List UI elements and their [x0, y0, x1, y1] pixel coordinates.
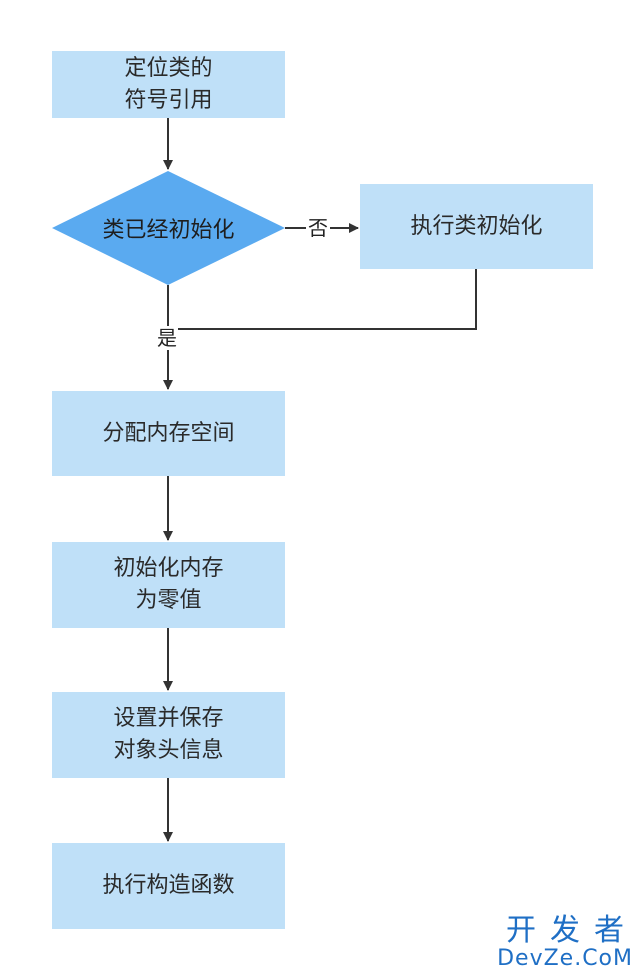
watermark-en: DevZe.CoM — [497, 946, 633, 971]
node-locate-class-symbol: 定位类的 符号引用 — [52, 51, 285, 118]
decision-label: 类已经初始化 — [102, 218, 235, 243]
node-zero-line-2: 为零值 — [135, 588, 202, 613]
node-locate-line-2: 符号引用 — [124, 87, 213, 113]
node-header-line-2: 对象头信息 — [113, 738, 224, 763]
edge-no-label: 否 — [306, 216, 330, 240]
node-zero-line-1: 初始化内存 — [113, 556, 224, 581]
watermark-cn: 开发者 — [506, 913, 639, 948]
node-header-line-1: 设置并保存 — [113, 706, 224, 731]
node-ctor-label: 执行构造函数 — [102, 873, 235, 898]
node-alloc-memory: 分配内存空间 — [52, 391, 285, 476]
decision-diamond — [52, 171, 285, 285]
edge-init-class-return — [168, 269, 477, 330]
node-init-class-label: 执行类初始化 — [410, 213, 543, 239]
node-zero-memory: 初始化内存 为零值 — [52, 542, 285, 628]
edge-yes-label: 是 — [156, 326, 178, 350]
node-init-class: 执行类初始化 — [360, 184, 593, 269]
node-constructor: 执行构造函数 — [52, 843, 285, 929]
node-alloc-label: 分配内存空间 — [102, 420, 235, 446]
node-locate-line-1: 定位类的 — [124, 55, 213, 81]
node-object-header: 设置并保存 对象头信息 — [52, 692, 285, 778]
watermark-logo: 开发者 DevZe.CoM — [497, 915, 633, 971]
